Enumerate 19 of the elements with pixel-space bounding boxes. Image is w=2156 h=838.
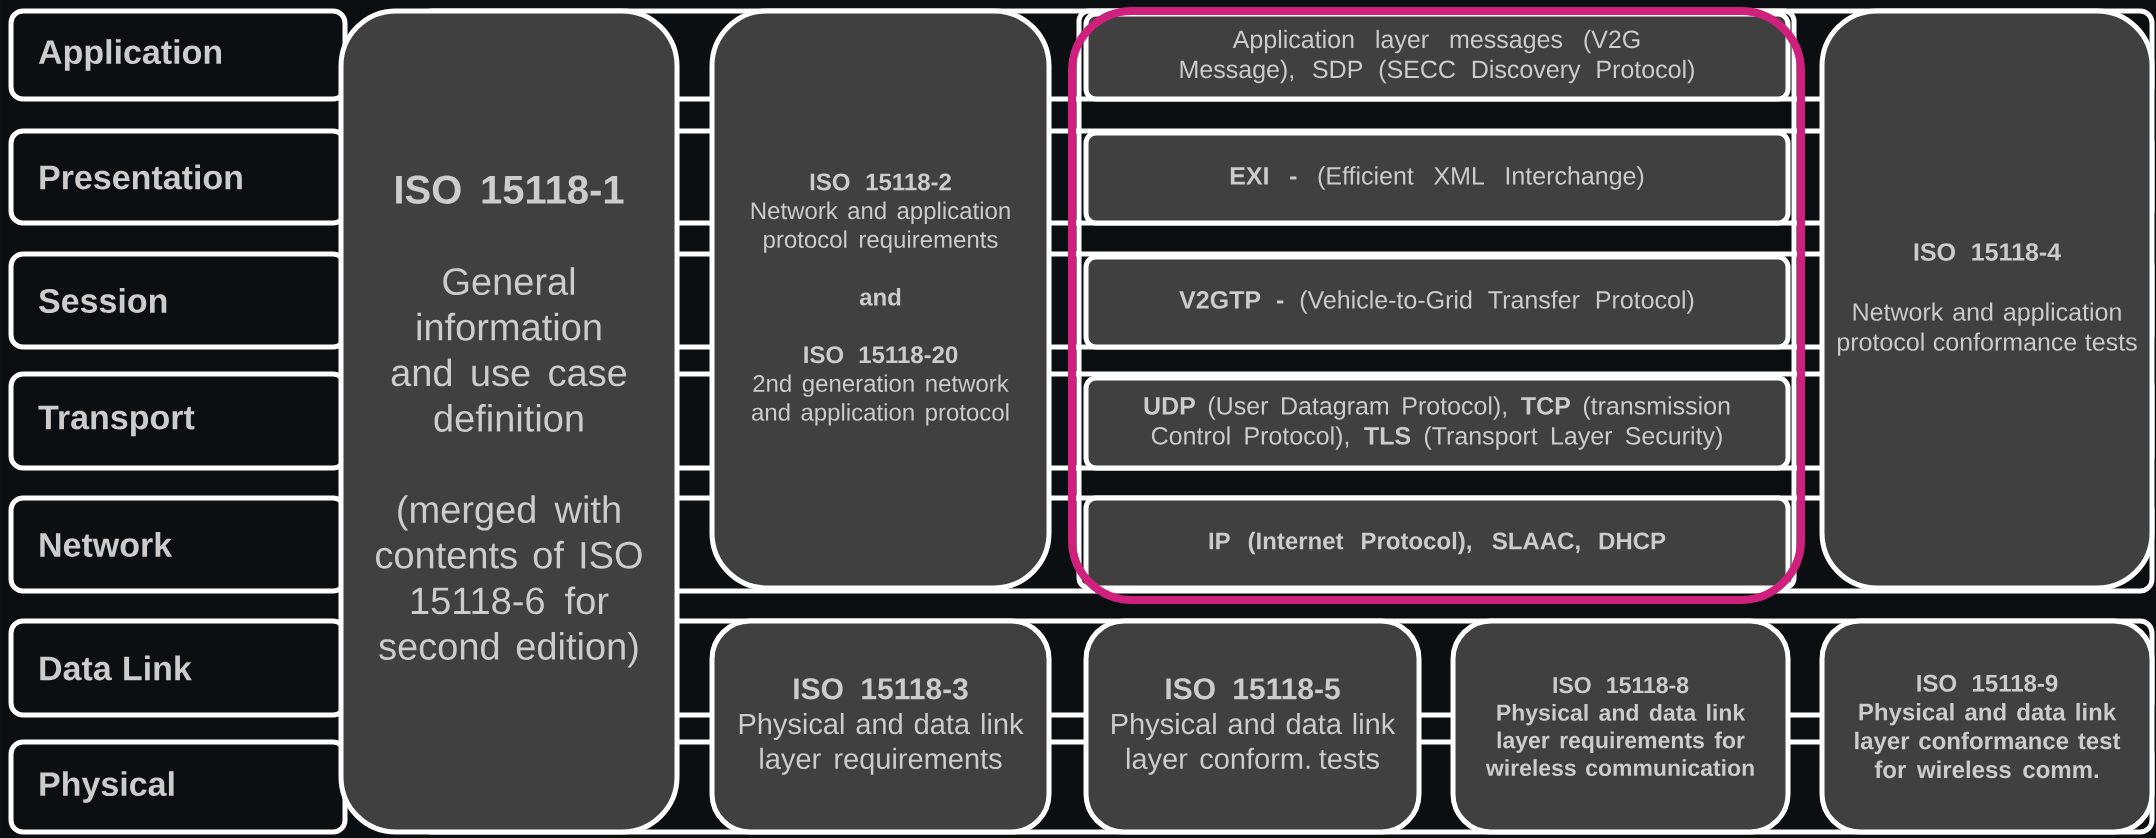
protocol-box: Application layer messages (V2G Message), SDP (SECC Discovery Protocol) — [1083, 11, 1791, 102]
layer-band: Physical — [8, 739, 348, 835]
layer-band: Data Link — [8, 618, 348, 718]
standard-box: ISO 15118-9 Physical and data link layer conformance test for wireless comm. — [1819, 618, 2155, 835]
protocol-box: UDP (User Datagram Protocol), TCP (transmission Control Protocol), TLS (Transport Layer Security) — [1083, 375, 1791, 471]
standard-box: ISO 15118-5 Physical and data link layer conform. tests — [1083, 618, 1422, 835]
standard-box: ISO 15118-4 Network and application protocol conformance tests — [1819, 8, 2155, 591]
layer-band: Presentation — [8, 128, 348, 226]
standard-box: ISO 15118-2 Network and application protocol requirements and ISO 15118-20 2nd generation network and application protocol — [709, 8, 1052, 591]
protocol-box: IP (Internet Protocol), SLAAC, DHCP — [1083, 495, 1791, 591]
standard-box: ISO 15118-1 General information and use case definition (merged with contents of ISO 15118-6 for second edition) — [338, 8, 680, 835]
layer-band: Transport — [8, 371, 348, 471]
protocol-box: EXI - (Efficient XML Interchange) — [1083, 130, 1791, 226]
layer-band: Application — [8, 8, 348, 102]
layer-band: Network — [8, 495, 348, 594]
standard-box: ISO 15118-8 Physical and data link layer requirements for wireless communication — [1450, 618, 1791, 835]
layer-band: Session — [8, 251, 348, 350]
standard-box: ISO 15118-3 Physical and data link layer requirements — [709, 618, 1052, 835]
protocol-box: V2GTP - (Vehicle-to-Grid Transfer Protocol) — [1083, 254, 1791, 350]
